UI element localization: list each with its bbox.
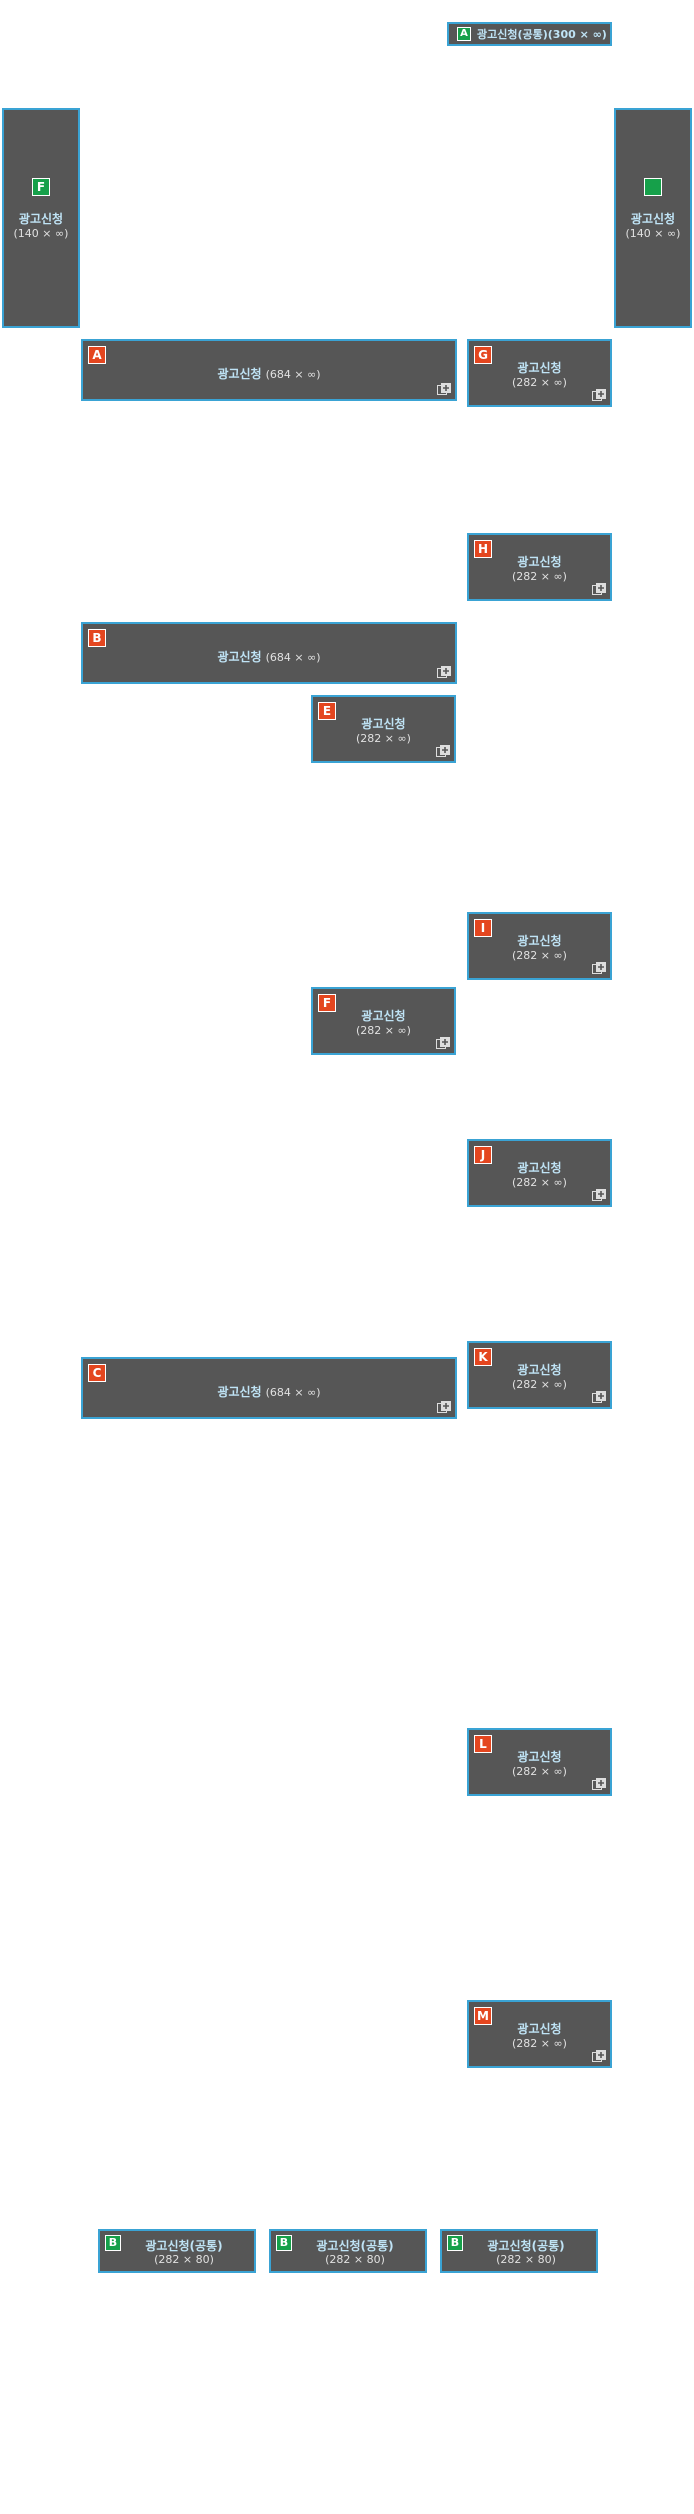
add-icon[interactable] — [592, 2050, 606, 2062]
wide-ad-a[interactable]: A 광고신청(684 × ∞) — [81, 339, 457, 401]
right-ad-k[interactable]: K 광고신청 (282 × ∞) — [467, 1341, 612, 1409]
badge-blank — [644, 178, 662, 196]
add-icon[interactable] — [436, 1037, 450, 1049]
badge-a: A — [88, 346, 106, 364]
add-icon[interactable] — [592, 1189, 606, 1201]
badge-e: E — [318, 702, 336, 720]
bottom-ad-1[interactable]: B 광고신청(공통) (282 × 80) — [98, 2229, 256, 2273]
ad-title: 광고신청(공통) — [145, 2239, 223, 2253]
badge-k: K — [474, 1348, 492, 1366]
ad-title: 광고신청 — [517, 1161, 562, 1175]
ad-size: (140 × ∞) — [625, 227, 681, 240]
badge-b: B — [276, 2235, 292, 2251]
ad-size: (282 × 80) — [325, 2253, 385, 2266]
ad-label: 광고신청(684 × ∞) — [217, 367, 321, 381]
ad-title: 광고신청 — [517, 2022, 562, 2036]
mid-ad-f[interactable]: F 광고신청 (282 × ∞) — [311, 987, 456, 1055]
add-icon[interactable] — [592, 389, 606, 401]
ad-label: 광고신청(684 × ∞) — [217, 650, 321, 664]
bottom-ad-2[interactable]: B 광고신청(공통) (282 × 80) — [269, 2229, 427, 2273]
badge-f: F — [318, 994, 336, 1012]
ad-size: (282 × ∞) — [356, 732, 411, 745]
ad-title: 광고신청(공통) — [487, 2239, 565, 2253]
badge-c: C — [88, 1364, 106, 1382]
ad-size: (282 × ∞) — [512, 2037, 567, 2050]
ad-size: (282 × ∞) — [512, 1378, 567, 1391]
add-icon[interactable] — [592, 1778, 606, 1790]
top-ad-banner[interactable]: A 광고신청(공통)(300 × ∞) — [447, 22, 612, 46]
wide-ad-c[interactable]: C 광고신청(684 × ∞) — [81, 1357, 457, 1419]
right-ad-h[interactable]: H 광고신청 (282 × ∞) — [467, 533, 612, 601]
add-icon[interactable] — [436, 745, 450, 757]
badge-b: B — [105, 2235, 121, 2251]
ad-title: 광고신청(공통) — [316, 2239, 394, 2253]
badge-m: M — [474, 2007, 492, 2025]
badge-b: B — [88, 629, 106, 647]
bottom-ad-3[interactable]: B 광고신청(공통) (282 × 80) — [440, 2229, 598, 2273]
right-ad-g[interactable]: G 광고신청 (282 × ∞) — [467, 339, 612, 407]
mid-ad-e[interactable]: E 광고신청 (282 × ∞) — [311, 695, 456, 763]
ad-size: (140 × ∞) — [13, 227, 69, 240]
ad-label: 광고신청(684 × ∞) — [217, 1385, 321, 1399]
top-ad-label: 광고신청(공통)(300 × ∞) — [477, 28, 607, 41]
badge-f: F — [32, 178, 50, 196]
wide-ad-b[interactable]: B 광고신청(684 × ∞) — [81, 622, 457, 684]
add-icon[interactable] — [592, 1391, 606, 1403]
ad-title: 광고신청 — [18, 212, 64, 226]
ad-size: (282 × ∞) — [356, 1024, 411, 1037]
add-icon[interactable] — [437, 383, 451, 395]
ad-size: (282 × ∞) — [512, 949, 567, 962]
ad-title: 광고신청 — [517, 1750, 562, 1764]
ad-size: (282 × ∞) — [512, 1176, 567, 1189]
ad-title: 광고신청 — [630, 212, 676, 226]
ad-title: 광고신청 — [361, 1009, 406, 1023]
ad-size: (282 × 80) — [154, 2253, 214, 2266]
badge-l: L — [474, 1735, 492, 1753]
badge-g: G — [474, 346, 492, 364]
left-sidebar-ad[interactable]: F 광고신청 (140 × ∞) — [2, 108, 80, 328]
right-ad-l[interactable]: L 광고신청 (282 × ∞) — [467, 1728, 612, 1796]
ad-title: 광고신청 — [517, 555, 562, 569]
right-sidebar-ad[interactable]: 광고신청 (140 × ∞) — [614, 108, 692, 328]
ad-title: 광고신청 — [517, 1363, 562, 1377]
badge-j: J — [474, 1146, 492, 1164]
badge-i: I — [474, 919, 492, 937]
ad-size: (282 × ∞) — [512, 1765, 567, 1778]
badge-h: H — [474, 540, 492, 558]
right-ad-i[interactable]: I 광고신청 (282 × ∞) — [467, 912, 612, 980]
add-icon[interactable] — [592, 583, 606, 595]
ad-size: (282 × 80) — [496, 2253, 556, 2266]
ad-title: 광고신청 — [517, 934, 562, 948]
ad-title: 광고신청 — [517, 361, 562, 375]
badge-a: A — [457, 27, 471, 41]
ad-size: (282 × ∞) — [512, 570, 567, 583]
right-ad-m[interactable]: M 광고신청 (282 × ∞) — [467, 2000, 612, 2068]
add-icon[interactable] — [437, 666, 451, 678]
add-icon[interactable] — [437, 1401, 451, 1413]
ad-title: 광고신청 — [361, 717, 406, 731]
add-icon[interactable] — [592, 962, 606, 974]
right-ad-j[interactable]: J 광고신청 (282 × ∞) — [467, 1139, 612, 1207]
badge-b: B — [447, 2235, 463, 2251]
ad-size: (282 × ∞) — [512, 376, 567, 389]
